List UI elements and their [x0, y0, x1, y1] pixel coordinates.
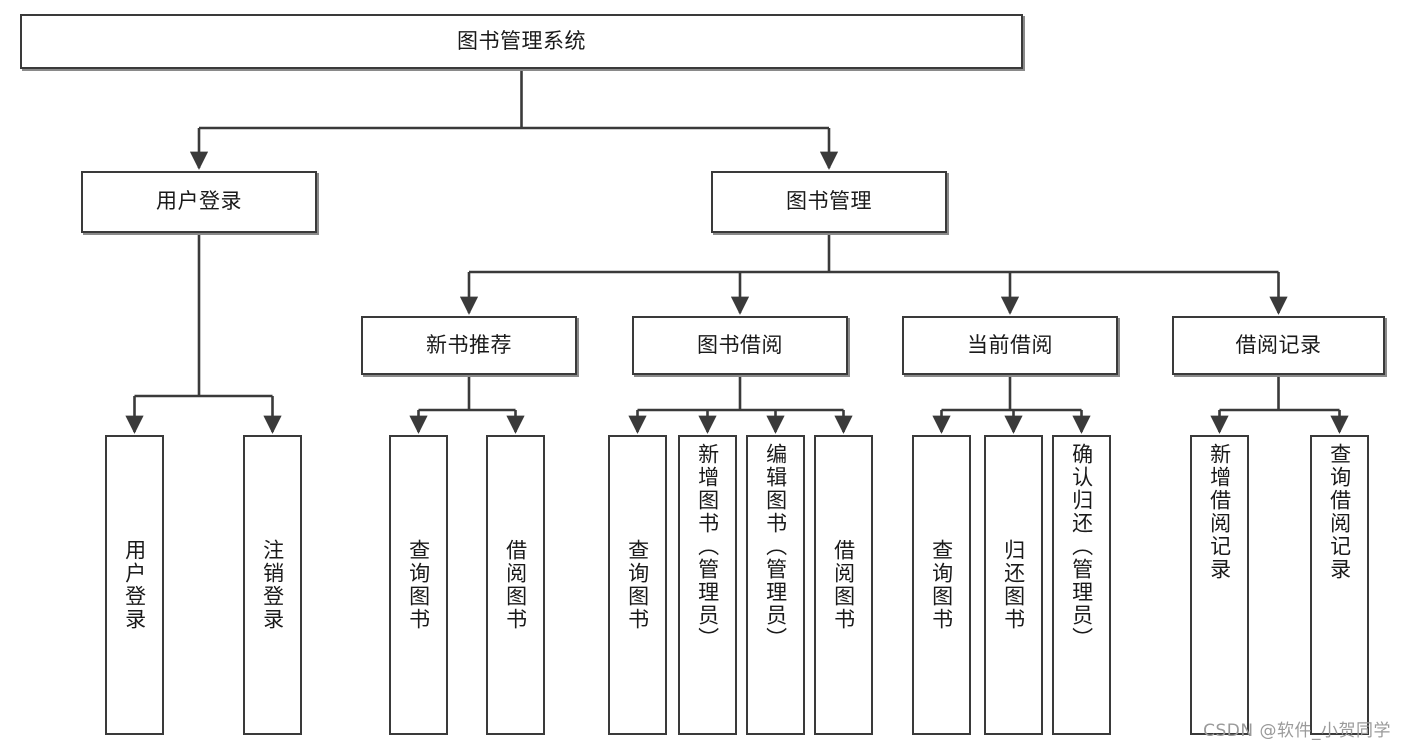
- node-leaf-query-book-1[interactable]: 查询图书: [389, 435, 448, 735]
- node-label: 图书借阅: [697, 332, 783, 357]
- node-label: 借阅图书: [503, 539, 528, 631]
- node-label: 归还图书: [1001, 539, 1026, 631]
- node-label: 确认归还（管理员）: [1069, 443, 1094, 650]
- node-leaf-edit-book[interactable]: 编辑图书（管理员）: [746, 435, 805, 735]
- node-label: 借阅记录: [1235, 332, 1322, 357]
- node-current-borrow[interactable]: 当前借阅: [902, 316, 1118, 375]
- node-leaf-add-record[interactable]: 新增借阅记录: [1190, 435, 1249, 735]
- node-label: 注销登录: [260, 539, 285, 631]
- node-leaf-query-record[interactable]: 查询借阅记录: [1310, 435, 1369, 735]
- node-label: 编辑图书（管理员）: [763, 443, 788, 650]
- node-label: 当前借阅: [967, 332, 1053, 357]
- node-label: 新增图书（管理员）: [695, 443, 720, 650]
- node-leaf-add-book[interactable]: 新增图书（管理员）: [678, 435, 737, 735]
- node-label: 用户登录: [122, 539, 147, 631]
- node-leaf-return-book[interactable]: 归还图书: [984, 435, 1043, 735]
- node-leaf-confirm-return[interactable]: 确认归还（管理员）: [1052, 435, 1111, 735]
- node-label: 借阅图书: [831, 539, 856, 631]
- node-leaf-logout[interactable]: 注销登录: [243, 435, 302, 735]
- node-leaf-borrow-book-1[interactable]: 借阅图书: [486, 435, 545, 735]
- node-book-borrow[interactable]: 图书借阅: [632, 316, 848, 375]
- node-leaf-query-book-2[interactable]: 查询图书: [608, 435, 667, 735]
- node-label: 图书管理系统: [457, 28, 586, 53]
- node-leaf-borrow-book-2[interactable]: 借阅图书: [814, 435, 873, 735]
- node-label: 查询图书: [625, 539, 650, 631]
- node-leaf-query-book-3[interactable]: 查询图书: [912, 435, 971, 735]
- node-book-management[interactable]: 图书管理: [711, 171, 947, 233]
- node-label: 新增借阅记录: [1207, 443, 1232, 581]
- node-borrow-record[interactable]: 借阅记录: [1172, 316, 1385, 375]
- node-label: 图书管理: [786, 189, 872, 214]
- node-label: 查询图书: [929, 539, 954, 631]
- node-label: 新书推荐: [426, 332, 512, 357]
- node-user-login[interactable]: 用户登录: [81, 171, 317, 233]
- node-label: 用户登录: [156, 189, 242, 214]
- node-leaf-user-login[interactable]: 用户登录: [105, 435, 164, 735]
- node-label: 查询图书: [406, 539, 431, 631]
- node-label: 查询借阅记录: [1327, 443, 1352, 581]
- node-new-book-recommend[interactable]: 新书推荐: [361, 316, 577, 375]
- node-root[interactable]: 图书管理系统: [20, 14, 1023, 69]
